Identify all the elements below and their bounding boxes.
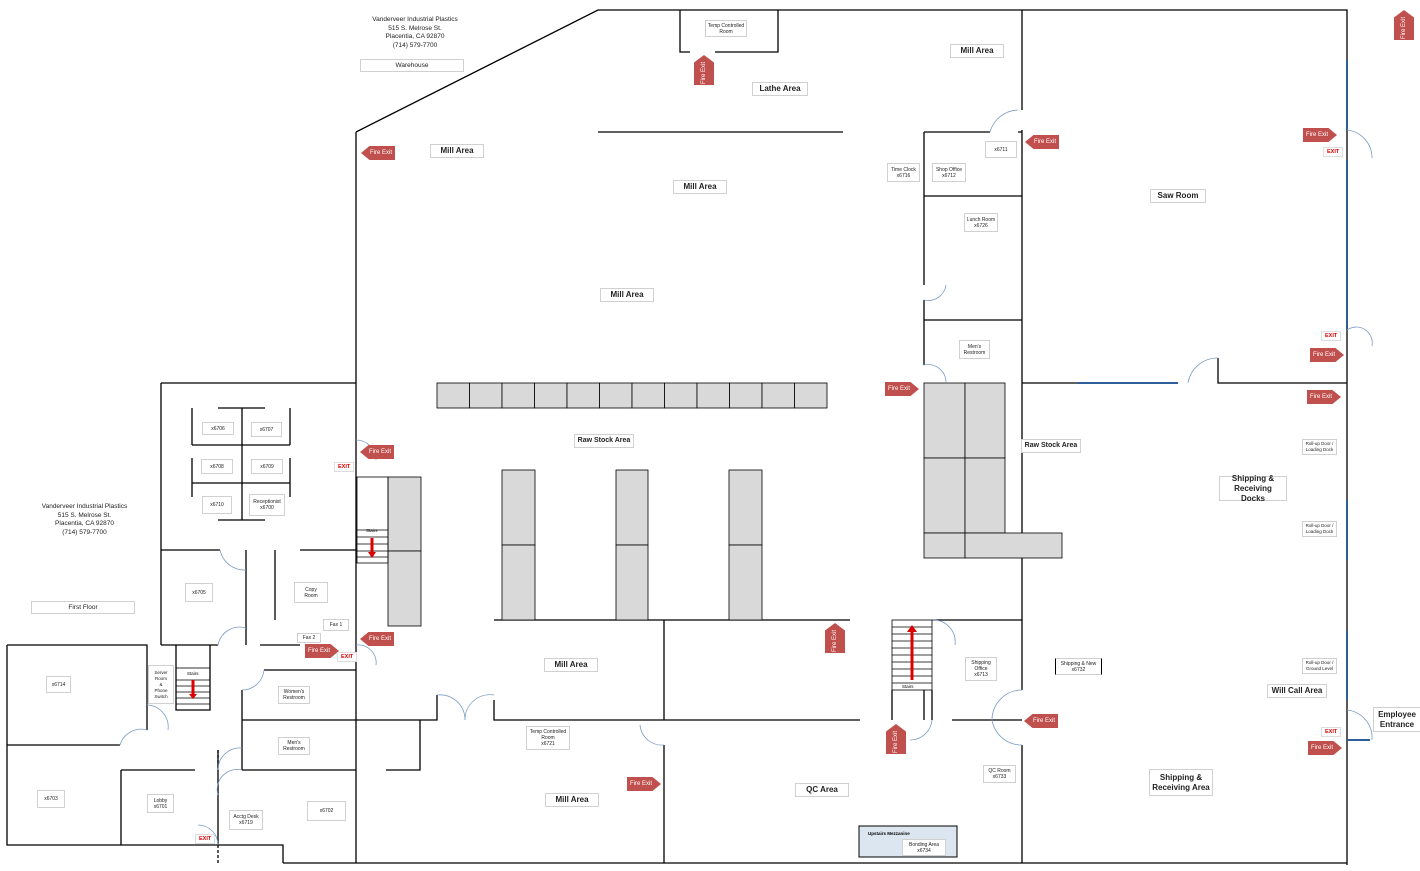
area-will-call: Will Call Area	[1267, 684, 1327, 698]
rollup-door-2: Roll-up Door / Loading Dock	[1302, 521, 1337, 537]
office-x6711: x6711	[985, 141, 1017, 158]
fire-exit-sign: Fire Exit	[1303, 128, 1337, 142]
temp-room-bottom: Temp Controlled Room x6721	[526, 726, 570, 750]
phone: (714) 579-7700	[392, 41, 438, 49]
mezzanine-label: Upstairs Mezzanine	[868, 831, 910, 836]
time-clock: Time Clock x6716	[887, 163, 920, 182]
rollup-door-1: Roll-up Door / Loading Dock	[1302, 439, 1337, 455]
city: Placentia, CA 92870	[55, 520, 114, 527]
qc-room: QC Room x6733	[983, 765, 1016, 783]
office-x6708: x6708	[201, 459, 233, 474]
office-x6703: x6703	[37, 790, 65, 808]
fire-exit-sign: Fire Exit	[1307, 390, 1341, 404]
bonding-area: Bonding Area x6734	[902, 839, 946, 856]
office-x6714: x6714	[46, 676, 71, 693]
acctg-desk: Acctg Desk x6719	[229, 810, 263, 830]
rollup-door-3: Roll-up Door / Ground Level	[1302, 658, 1337, 674]
mens-restroom-shop: Men's Restroom	[959, 340, 990, 359]
area-saw-room: Saw Room	[1150, 189, 1206, 203]
fire-exit-sign: Fire Exit	[361, 146, 395, 160]
street: 515 S. Melrose St.	[57, 511, 112, 519]
area-raw-stock-left: Raw Stock Area	[574, 434, 634, 448]
office-x6710: x6710	[202, 496, 232, 514]
exit-sign: EXIT	[195, 834, 216, 844]
stairs-label: Stairs	[902, 684, 914, 689]
fire-exit-sign: Fire Exit	[1308, 741, 1342, 755]
shipping-new: Shipping & New x6732	[1055, 658, 1102, 675]
exit-sign: EXIT	[1321, 331, 1342, 341]
company-name: Vanderveer Industrial Plastics	[372, 16, 458, 23]
warehouse-label: Warehouse	[360, 59, 464, 72]
area-mill-top-right: Mill Area	[950, 44, 1004, 58]
area-lathe: Lathe Area	[752, 82, 808, 96]
area-mill-bottom: Mill Area	[545, 793, 599, 807]
mens-restroom-office: Men's Restroom	[278, 737, 310, 755]
employee-entrance[interactable]: Employee Entrance	[1373, 707, 1420, 732]
shipping-office: Shipping Office x6713	[965, 657, 997, 681]
fire-exit-sign: Fire Exit	[627, 777, 661, 791]
area-shipping-docks: Shipping & Receiving Docks	[1219, 474, 1287, 503]
office-x6709: x6709	[251, 459, 283, 474]
office-x6707: x6707	[251, 422, 282, 437]
fire-exit-sign: Fire Exit	[825, 623, 845, 653]
area-mill-lower: Mill Area	[544, 658, 598, 672]
fire-exit-sign: Fire Exit	[885, 382, 919, 396]
office-x6706: x6706	[202, 422, 234, 435]
area-mill-left: Mill Area	[430, 144, 484, 158]
phone: (714) 579-7700	[62, 528, 107, 536]
street: 515 S. Melrose St.	[388, 24, 442, 32]
fax-1: Fax 1	[323, 619, 349, 631]
temp-room-top: Temp Controlled Room	[705, 20, 747, 37]
city: Placentia, CA 92870	[385, 33, 445, 40]
stairs-label: Stairs	[187, 671, 199, 676]
area-qc: QC Area	[795, 783, 849, 797]
area-shipping-receiving: Shipping & Receiving Area	[1149, 769, 1213, 796]
exit-sign: EXIT	[1321, 727, 1342, 737]
stairs-label: Stairs	[366, 528, 378, 533]
exit-sign: EXIT	[334, 462, 355, 472]
fire-exit-sign: Fire Exit	[694, 55, 714, 85]
area-mill-center: Mill Area	[673, 180, 727, 194]
fire-exit-sign: Fire Exit	[886, 724, 906, 754]
fire-exit-sign: Fire Exit	[305, 644, 339, 658]
fire-exit-sign: Fire Exit	[1024, 714, 1058, 728]
copy-room: Copy Room	[294, 582, 328, 603]
shop-office: Shop Office x6712	[932, 163, 966, 182]
fax-2: Fax 2	[297, 633, 321, 643]
fire-exit-sign: Fire Exit	[1310, 348, 1344, 362]
fire-exit-sign: Fire Exit	[1394, 10, 1414, 40]
lobby: Lobby x6701	[147, 794, 174, 813]
womens-restroom: Women's Restroom	[278, 686, 310, 704]
stairs-arrow-icon	[907, 625, 917, 632]
fire-exit-sign: Fire Exit	[1025, 135, 1059, 149]
stairs-arrow-icon	[368, 552, 376, 558]
office-x6702: x6702	[307, 801, 346, 821]
server-room: Server Room & Phone Switch	[148, 665, 174, 704]
first-floor-label: First Floor	[31, 601, 135, 614]
receptionist: Receptionist x6700	[249, 494, 285, 516]
exit-sign: EXIT	[337, 652, 358, 662]
fire-exit-sign: Fire Exit	[360, 632, 394, 646]
area-mill-mid: Mill Area	[600, 288, 654, 302]
office-x6705: x6705	[185, 583, 213, 602]
area-raw-stock-right: Raw Stock Area	[1021, 439, 1081, 453]
lunch-room: Lunch Room x6726	[964, 213, 998, 232]
company-name: Vanderveer Industrial Plastics	[41, 503, 128, 510]
stairs-arrow-icon	[189, 694, 197, 699]
fire-exit-sign: Fire Exit	[360, 445, 394, 459]
exit-sign: EXIT	[1323, 147, 1344, 157]
